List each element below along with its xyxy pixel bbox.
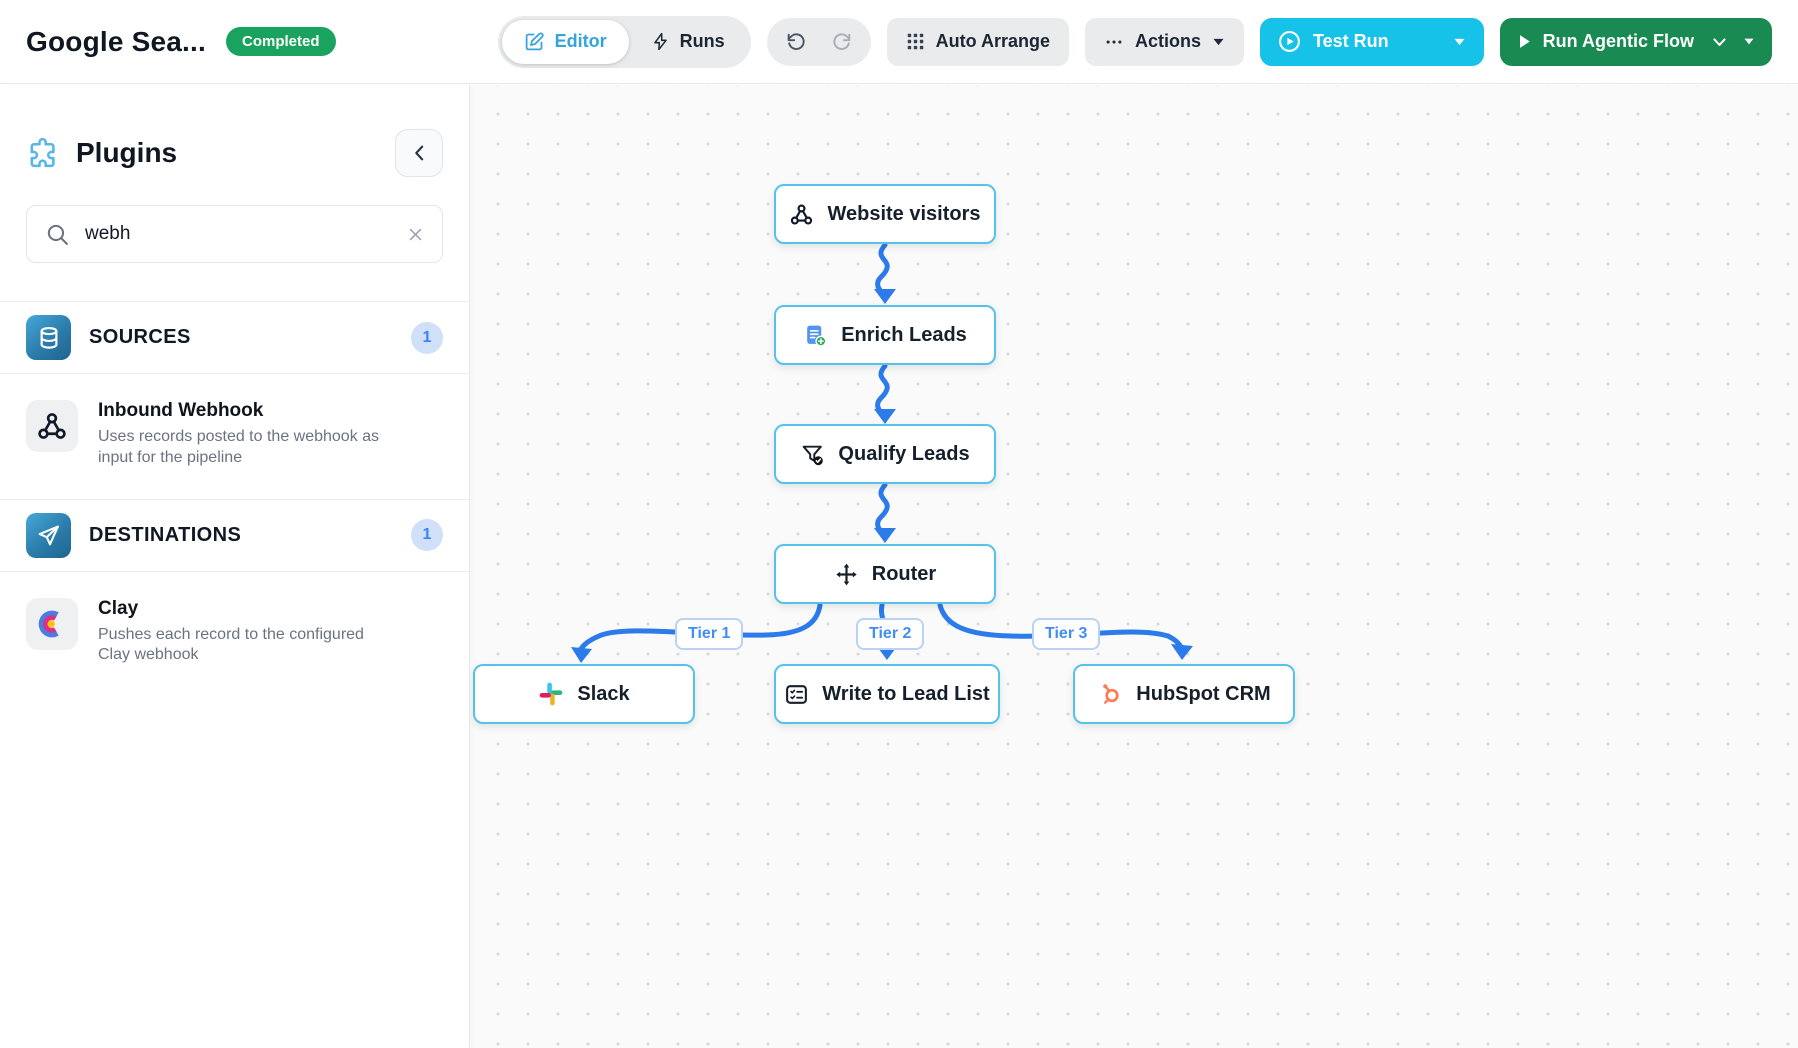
topbar: Google Sea... Completed Editor (0, 0, 1798, 84)
test-run-label: Test Run (1313, 31, 1389, 51)
plugin-item-clay[interactable]: Clay Pushes each record to the configure… (0, 572, 469, 667)
collapse-sidebar-button[interactable] (395, 129, 443, 177)
run-agentic-flow-button[interactable]: Run Agentic Flow (1499, 17, 1772, 66)
tab-editor-label: Editor (554, 31, 607, 51)
status-badge: Completed (225, 27, 336, 56)
document-plus-icon (803, 323, 828, 348)
node-slack[interactable]: Slack (473, 664, 695, 724)
auto-arrange-button[interactable]: Auto Arrange (886, 17, 1069, 66)
flow-edges (571, 242, 1193, 663)
tab-runs-label: Runs (679, 31, 725, 51)
node-label: Write to Lead List (822, 682, 990, 705)
funnel-check-icon (800, 442, 825, 467)
edge-label-tier3[interactable]: Tier 3 (1032, 618, 1101, 650)
run-agentic-flow-label: Run Agentic Flow (1542, 31, 1694, 51)
chevron-down-icon[interactable] (1711, 35, 1728, 49)
plugin-item-inbound-webhook[interactable]: Inbound Webhook Uses records posted to t… (0, 374, 469, 469)
section-sources-label: SOURCES (89, 326, 191, 348)
edge-label-text: Tier 2 (869, 625, 912, 642)
section-sources[interactable]: SOURCES 1 (0, 301, 469, 374)
database-icon (26, 315, 71, 360)
section-destinations[interactable]: DESTINATIONS 1 (0, 498, 469, 572)
test-run-button[interactable]: Test Run (1260, 17, 1484, 66)
auto-arrange-label: Auto Arrange (935, 31, 1050, 51)
hubspot-logo-icon (1097, 681, 1123, 707)
caret-down-icon (1212, 37, 1225, 47)
puzzle-icon (26, 135, 62, 171)
topbar-left: Google Sea... Completed (26, 26, 336, 58)
node-qualify-leads[interactable]: Qualify Leads (774, 424, 996, 484)
destinations-count-badge: 1 (411, 519, 443, 552)
edge-label-text: Tier 1 (688, 625, 731, 642)
slack-logo-icon (538, 681, 564, 707)
node-router[interactable]: Router (774, 544, 996, 604)
node-label: Slack (577, 682, 630, 705)
caret-down-icon[interactable] (1453, 37, 1466, 47)
plugin-item-text: Inbound Webhook Uses records posted to t… (98, 400, 390, 469)
grid-squares-icon (906, 32, 925, 51)
plugin-item-title: Clay (98, 597, 139, 619)
plugin-item-text: Clay Pushes each record to the configure… (98, 598, 390, 667)
node-label: Enrich Leads (841, 323, 967, 346)
caret-down-icon[interactable] (1743, 37, 1755, 46)
chevron-left-icon (410, 143, 428, 163)
webhook-icon (26, 400, 78, 452)
edge-label-tier2[interactable]: Tier 2 (856, 618, 925, 650)
webhook-icon (789, 202, 814, 227)
editor-runs-switch: Editor Runs (497, 15, 751, 68)
clear-search-icon[interactable] (401, 220, 429, 248)
actions-label: Actions (1134, 31, 1201, 51)
plugin-item-title: Inbound Webhook (98, 400, 264, 421)
topbar-actions: Editor Runs (497, 15, 1772, 68)
arrows-move-icon (834, 562, 859, 587)
play-icon (1517, 33, 1532, 50)
flow-canvas[interactable]: Tier 1 Tier 2 Tier 3 Website visitors (471, 85, 1798, 1048)
node-enrich-leads[interactable]: Enrich Leads (774, 305, 996, 365)
node-label: HubSpot CRM (1136, 682, 1271, 705)
plugin-search (26, 205, 443, 263)
search-icon (45, 222, 70, 247)
edge-label-tier1[interactable]: Tier 1 (675, 618, 744, 650)
node-write-to-lead-list[interactable]: Write to Lead List (774, 664, 1000, 724)
actions-button[interactable]: Actions (1084, 17, 1244, 66)
plugin-item-description: Pushes each record to the configured Cla… (98, 625, 364, 664)
search-input[interactable] (26, 205, 443, 263)
lightning-bolt-icon (651, 31, 670, 52)
undo-button[interactable] (773, 20, 819, 64)
node-label: Router (871, 562, 937, 585)
play-circle-icon (1278, 30, 1301, 53)
page-title: Google Sea... (26, 25, 206, 57)
undo-icon (785, 31, 807, 53)
pencil-square-icon (524, 31, 545, 52)
sidebar-title: Plugins (76, 137, 178, 168)
plugins-sidebar: Plugins (0, 85, 470, 1048)
node-hubspot-crm[interactable]: HubSpot CRM (1073, 664, 1295, 724)
undo-redo-group (766, 17, 871, 66)
node-label: Website visitors (827, 202, 981, 225)
ellipsis-icon (1104, 32, 1124, 52)
checklist-icon (784, 682, 809, 707)
tab-editor[interactable]: Editor (501, 19, 629, 64)
redo-icon (831, 31, 853, 53)
node-website-visitors[interactable]: Website visitors (774, 184, 996, 244)
clay-logo-icon (26, 597, 78, 650)
section-destinations-label: DESTINATIONS (89, 523, 242, 546)
redo-button[interactable] (819, 20, 865, 64)
node-label: Qualify Leads (838, 442, 970, 465)
sources-count-badge: 1 (411, 321, 443, 354)
paper-plane-icon (26, 512, 71, 558)
sidebar-header: Plugins (0, 85, 469, 177)
plugin-item-description: Uses records posted to the webhook as in… (98, 428, 380, 466)
edge-label-text: Tier 3 (1045, 625, 1088, 642)
tab-runs[interactable]: Runs (629, 20, 747, 64)
